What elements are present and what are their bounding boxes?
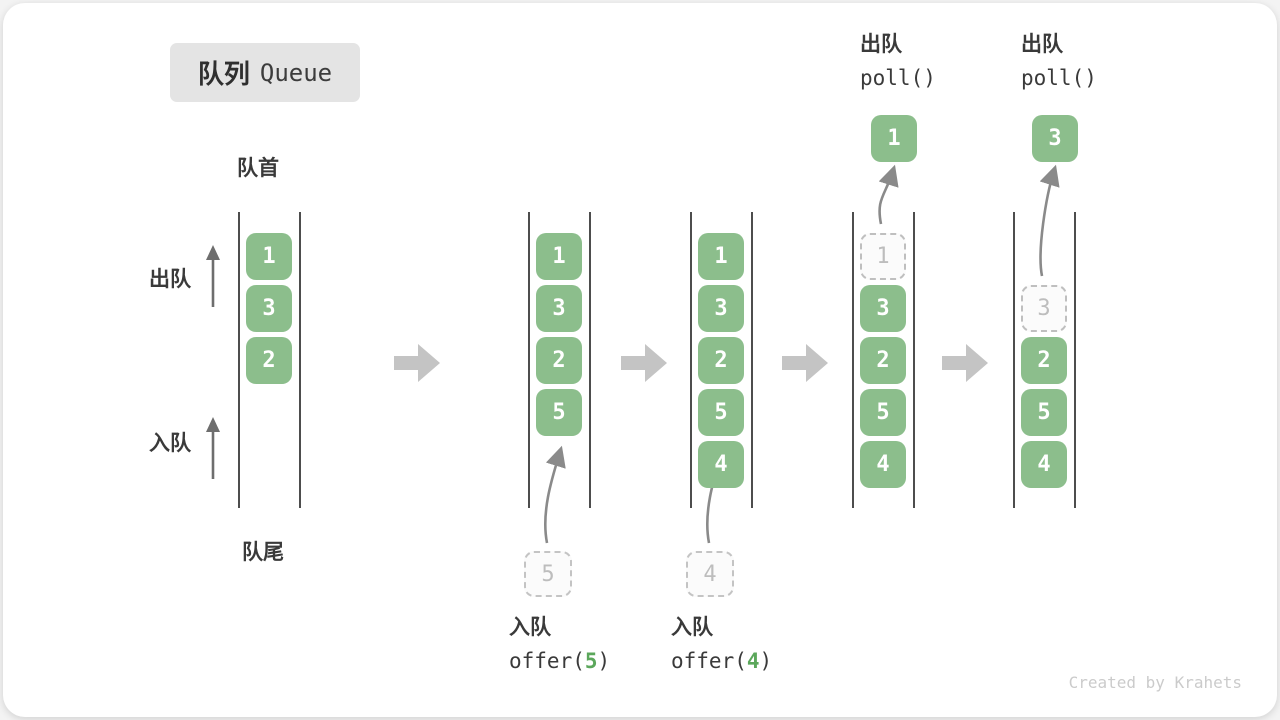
queue-wall-right	[1074, 212, 1076, 508]
dequeue-op-label: 出队 poll()	[860, 34, 936, 89]
dequeue-op-zh: 出队	[860, 33, 902, 56]
queue-cell: 2	[246, 337, 292, 384]
queue-cell: 4	[1021, 441, 1067, 488]
enqueue-op-zh: 入队	[671, 616, 713, 639]
incoming-value-box: 4	[686, 551, 734, 597]
queue-wall-left	[852, 212, 854, 508]
title-badge: 队列 Queue	[170, 43, 360, 102]
queue-wall-left	[238, 212, 240, 508]
queue-wall-left	[528, 212, 530, 508]
queue-cell: 3	[246, 285, 292, 332]
enqueue-op-zh: 入队	[509, 616, 551, 639]
enqueue-op-label: 入队 offer(5)	[509, 617, 610, 672]
queue-cell: 3	[698, 285, 744, 332]
queue-wall-right	[913, 212, 915, 508]
enqueue-arg: 4	[746, 649, 760, 673]
queue-cell: 1	[246, 233, 292, 280]
queue-cell: 1	[536, 233, 582, 280]
enqueue-arg: 5	[584, 649, 598, 673]
diagram-card	[3, 3, 1277, 717]
queue-cell: 5	[860, 389, 906, 436]
dequeue-op-zh: 出队	[1021, 33, 1063, 56]
queue-cell: 3	[860, 285, 906, 332]
queue-cell-ghost: 3	[1021, 285, 1067, 332]
dequeued-value-box: 1	[871, 115, 917, 162]
watermark: Created by Krahets	[1068, 673, 1242, 692]
title-zh: 队列	[197, 59, 250, 89]
dequeue-side-label: 出队	[149, 268, 191, 291]
queue-cell: 3	[536, 285, 582, 332]
queue-cell: 2	[1021, 337, 1067, 384]
enqueue-op-code: offer(4)	[671, 649, 773, 673]
dequeue-op-code: poll()	[860, 66, 936, 90]
queue-cell: 2	[698, 337, 744, 384]
enqueue-side-label: 入队	[149, 432, 191, 455]
queue-rear-label: 队尾	[242, 541, 284, 564]
dequeue-op-code: poll()	[1021, 66, 1097, 90]
incoming-value-box: 5	[524, 551, 572, 597]
dequeued-value-box: 3	[1032, 115, 1078, 162]
queue-wall-left	[690, 212, 692, 508]
queue-cell: 1	[698, 233, 744, 280]
queue-wall-right	[299, 212, 301, 508]
queue-cell: 5	[698, 389, 744, 436]
queue-wall-left	[1013, 212, 1015, 508]
queue-cell: 4	[860, 441, 906, 488]
queue-wall-right	[751, 212, 753, 508]
queue-cell: 5	[1021, 389, 1067, 436]
queue-cell: 2	[536, 337, 582, 384]
queue-cell-ghost: 1	[860, 233, 906, 280]
enqueue-op-label: 入队 offer(4)	[671, 617, 772, 672]
title-en: Queue	[259, 58, 333, 87]
queue-wall-right	[589, 212, 591, 508]
queue-cell: 4	[698, 441, 744, 488]
queue-front-label: 队首	[237, 157, 279, 180]
enqueue-op-code: offer(5)	[509, 649, 611, 673]
dequeue-op-label: 出队 poll()	[1021, 34, 1097, 89]
queue-cell: 5	[536, 389, 582, 436]
queue-cell: 2	[860, 337, 906, 384]
